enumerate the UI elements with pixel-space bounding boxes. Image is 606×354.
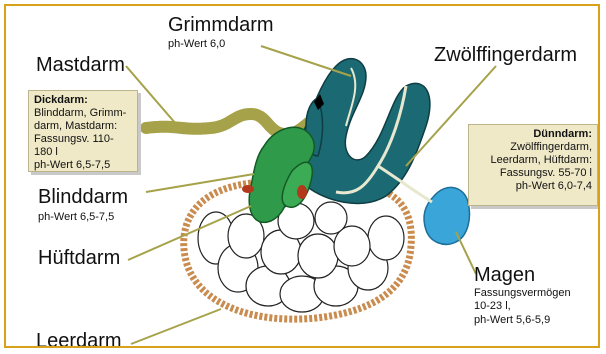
duenndarm-title: Dünndarm: [474, 128, 592, 141]
dickdarm-line-4: ph-Wert 6,5-7,5 [34, 159, 132, 172]
duenndarm-line-4: ph-Wert 6,0-7,4 [474, 180, 592, 193]
label-mastdarm: Mastdarm [36, 54, 125, 77]
leader-leerdarm [131, 309, 221, 344]
dickdarm-line-1: Blinddarm, Grimm- [34, 107, 132, 120]
dickdarm-title: Dickdarm: [34, 94, 132, 107]
label-magen-volume: 10-23 l, [474, 300, 511, 313]
duenndarm-line-1: Zwölffingerdarm, [474, 141, 592, 154]
magen-shape [424, 187, 469, 244]
small-intestine-lobes [198, 202, 404, 312]
leader-magen [456, 232, 476, 274]
label-grimmdarm-ph: ph-Wert 6,0 [168, 38, 225, 51]
leader-grimmdarm [261, 46, 351, 76]
label-leerdarm: Leerdarm [36, 330, 122, 348]
label-zwoelffingerdarm: Zwölffingerdarm [434, 44, 577, 67]
colon-spot [297, 185, 307, 199]
dickdarm-line-3: Fassungsv. 110-180 l [34, 133, 132, 159]
label-magen-capacity: Fassungsvermögen [474, 287, 571, 300]
grimmdarm-shape [299, 59, 430, 204]
dickdarm-info-box: Dickdarm: Blinddarm, Grimm- darm, Mastda… [28, 90, 138, 172]
label-grimmdarm: Grimmdarm [168, 14, 274, 37]
label-blinddarm-ph: ph-Wert 6,5-7,5 [38, 211, 114, 224]
duenndarm-line-2: Leerdarm, Hüftdarm: [474, 154, 592, 167]
duenndarm-info-box: Dünndarm: Zwölffingerdarm, Leerdarm, Hüf… [468, 124, 598, 206]
label-magen: Magen [474, 264, 535, 287]
label-blinddarm: Blinddarm [38, 186, 128, 209]
dickdarm-line-2: darm, Mastdarm: [34, 120, 132, 133]
duenndarm-line-3: Fassungsv. 55-70 l [474, 167, 592, 180]
label-hueftdarm: Hüftdarm [38, 247, 120, 270]
ileocecal-spot [242, 185, 254, 193]
label-magen-ph: ph-Wert 5,6-5,9 [474, 314, 550, 327]
diagram-frame: Grimmdarm ph-Wert 6,0 Mastdarm Zwölffing… [4, 4, 600, 348]
